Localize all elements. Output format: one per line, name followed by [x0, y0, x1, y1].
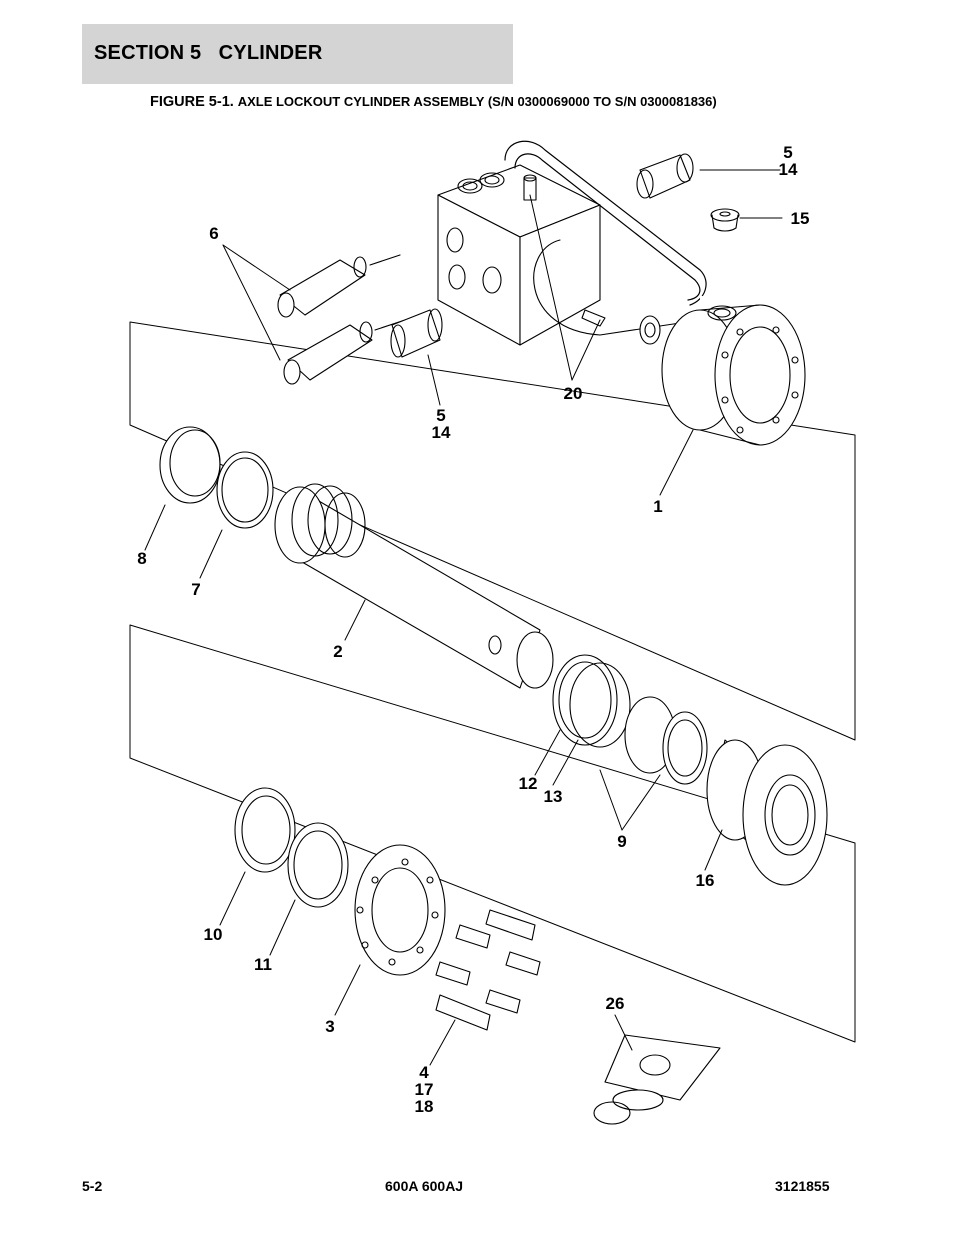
callout-4-17-18: 4 17 18 [414, 1063, 434, 1116]
seal-13 [569, 662, 631, 748]
callout-15: 15 [790, 209, 810, 228]
valve-cartridge-lower [283, 319, 406, 385]
section-title: SECTION 5 CYLINDER [94, 42, 323, 64]
callout-5-14-mid: 5 14 [431, 406, 451, 442]
gasket-3 [354, 844, 446, 976]
callout-7: 7 [191, 580, 201, 599]
plug [710, 208, 740, 232]
callout-12: 12 [518, 774, 538, 793]
footer-page-number: 5-2 [82, 1178, 103, 1194]
callout-6: 6 [209, 224, 219, 243]
callout-13: 13 [543, 787, 563, 806]
leader-lines [144, 169, 783, 1066]
callout-2: 2 [333, 642, 343, 661]
ring-7 [216, 451, 274, 529]
valve-cartridge-upper [277, 254, 401, 318]
cylinder-head [706, 739, 828, 886]
bolts-4 [435, 909, 541, 1031]
bearing-9 [624, 696, 708, 785]
callout-8: 8 [137, 549, 147, 568]
piston-rod [274, 483, 554, 689]
ring-11 [287, 822, 349, 908]
ring-10 [234, 787, 296, 873]
cylinder-barrel [533, 239, 806, 446]
callout-20: 20 [563, 384, 583, 403]
assembly-bracket-lines [129, 321, 856, 1043]
manifold-block [437, 164, 601, 346]
ring-8 [159, 426, 221, 504]
callout-26: 26 [605, 994, 625, 1013]
figure-title: AXLE LOCKOUT CYLINDER ASSEMBLY (S/N 0300… [237, 94, 717, 109]
figure-number: FIGURE 5-1. [150, 94, 234, 110]
upper-bracket [129, 321, 856, 741]
callout-9: 9 [617, 832, 627, 851]
footer-doc-number: 3121855 [775, 1178, 830, 1194]
seal-12 [552, 654, 618, 746]
callout-1: 1 [653, 497, 663, 516]
section-banner: SECTION 5 CYLINDER [82, 24, 513, 84]
callout-16: 16 [695, 871, 715, 890]
fitting-20-a [523, 174, 537, 201]
callout-10: 10 [203, 925, 223, 944]
seal-kit [593, 1034, 721, 1125]
lower-bracket [129, 624, 856, 1043]
callout-11: 11 [254, 955, 272, 974]
callout-3: 3 [325, 1017, 335, 1036]
fitting-20-b [581, 309, 661, 345]
figure-caption: FIGURE 5-1. AXLE LOCKOUT CYLINDER ASSEMB… [150, 93, 717, 110]
bushing-mid [390, 308, 443, 358]
bushing-top [636, 153, 694, 199]
footer-model: 600A 600AJ [385, 1178, 464, 1194]
callout-5-14-top: 5 14 [778, 143, 798, 179]
